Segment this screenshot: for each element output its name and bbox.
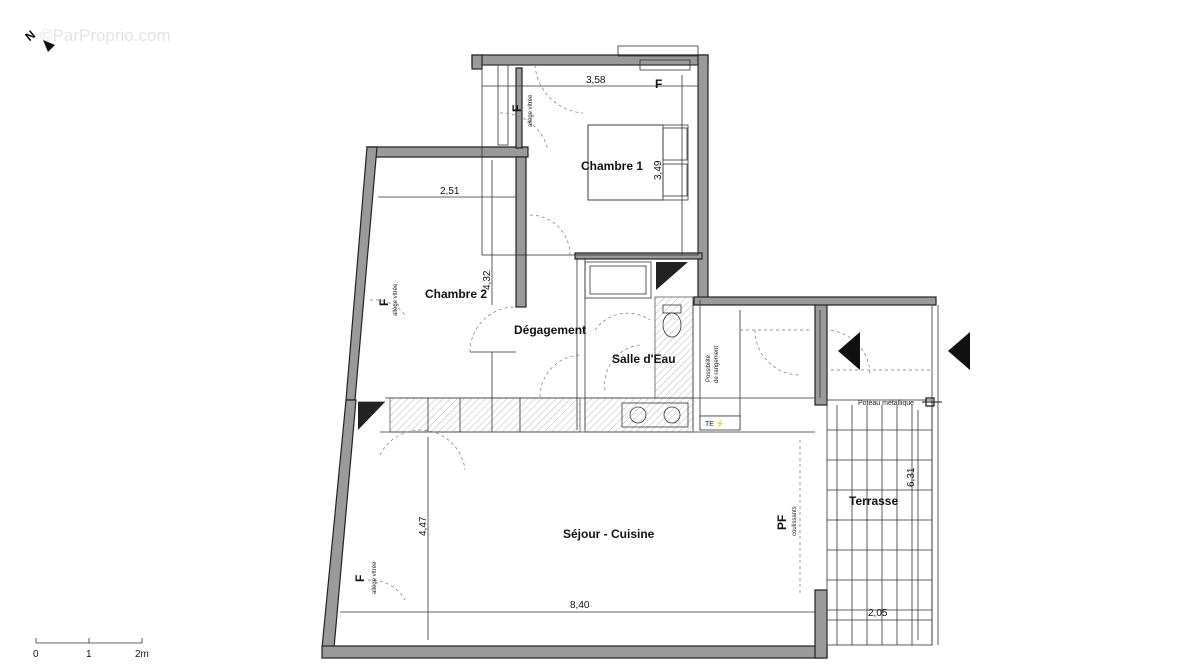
allege-vitree-label: allège vitrée [372,561,378,594]
bathroom-wall [584,397,694,433]
room-label-terrasse: Terrasse [849,494,898,508]
dim-chambre2-width: 2,51 [440,186,460,197]
room-label-chambre1: Chambre 1 [581,159,643,173]
dim-chambre2-depth: 4,32 [482,270,493,290]
coulissants-label: coulissants [792,506,798,536]
room-label-chambre2: Chambre 2 [425,287,487,301]
rangement-label: Possibilité [706,354,712,382]
allege-vitree-label: allège vitrée [528,94,534,127]
dim-chambre1-depth: 3,49 [653,160,664,180]
allege-vitree-label: allège vitrée [393,283,399,316]
watermark: ©ParProprio.com [40,26,171,45]
window-f-label: F [510,105,524,112]
bed [587,124,689,201]
double-sink [621,402,689,428]
room-label-degagement: Dégagement [514,323,586,337]
dim-chambre1-width: 3,58 [586,75,606,86]
scale-bar: 0 1 2m [33,638,149,660]
room-label-salle-eau: Salle d'Eau [612,352,676,366]
te-label: TE ⚡ [705,419,725,428]
room-label-sejour: Séjour - Cuisine [563,527,655,541]
kitchen-counter [389,397,521,433]
window-frame [617,45,699,71]
window-f-label: F [655,77,662,91]
section-arrow-icon [948,332,970,370]
shaft [519,397,581,433]
duct [654,296,694,399]
dim-terrasse-depth: 6,31 [906,467,917,487]
section-arrow-icon [838,332,860,370]
window-f-label: F [353,575,367,582]
cabinet-dividers [427,398,493,432]
te-box [699,415,741,431]
pf-label: PF [775,515,789,530]
scale-label-2m: 2m [135,649,149,660]
dim-sejour-width: 8,40 [570,600,590,611]
shower-tray [584,261,688,299]
scale-label-0: 0 [33,649,39,660]
rangement-label: de rangement [714,346,720,383]
walls [321,54,937,659]
dim-sejour-depth: 4,47 [418,516,429,536]
terrace-deck [819,305,939,646]
poteau-post-icon [922,397,942,407]
toilet [662,304,682,338]
poteau-label: Poteau métallique [858,400,914,407]
window-f-label: F [377,299,391,306]
door-swings [367,64,871,601]
north-label: N [22,28,38,44]
dim-terrasse-width: 2,05 [868,608,888,619]
scale-label-1: 1 [86,649,92,660]
dimension-lines [340,75,932,640]
partitions [358,64,815,433]
fridge-corner [358,402,385,430]
